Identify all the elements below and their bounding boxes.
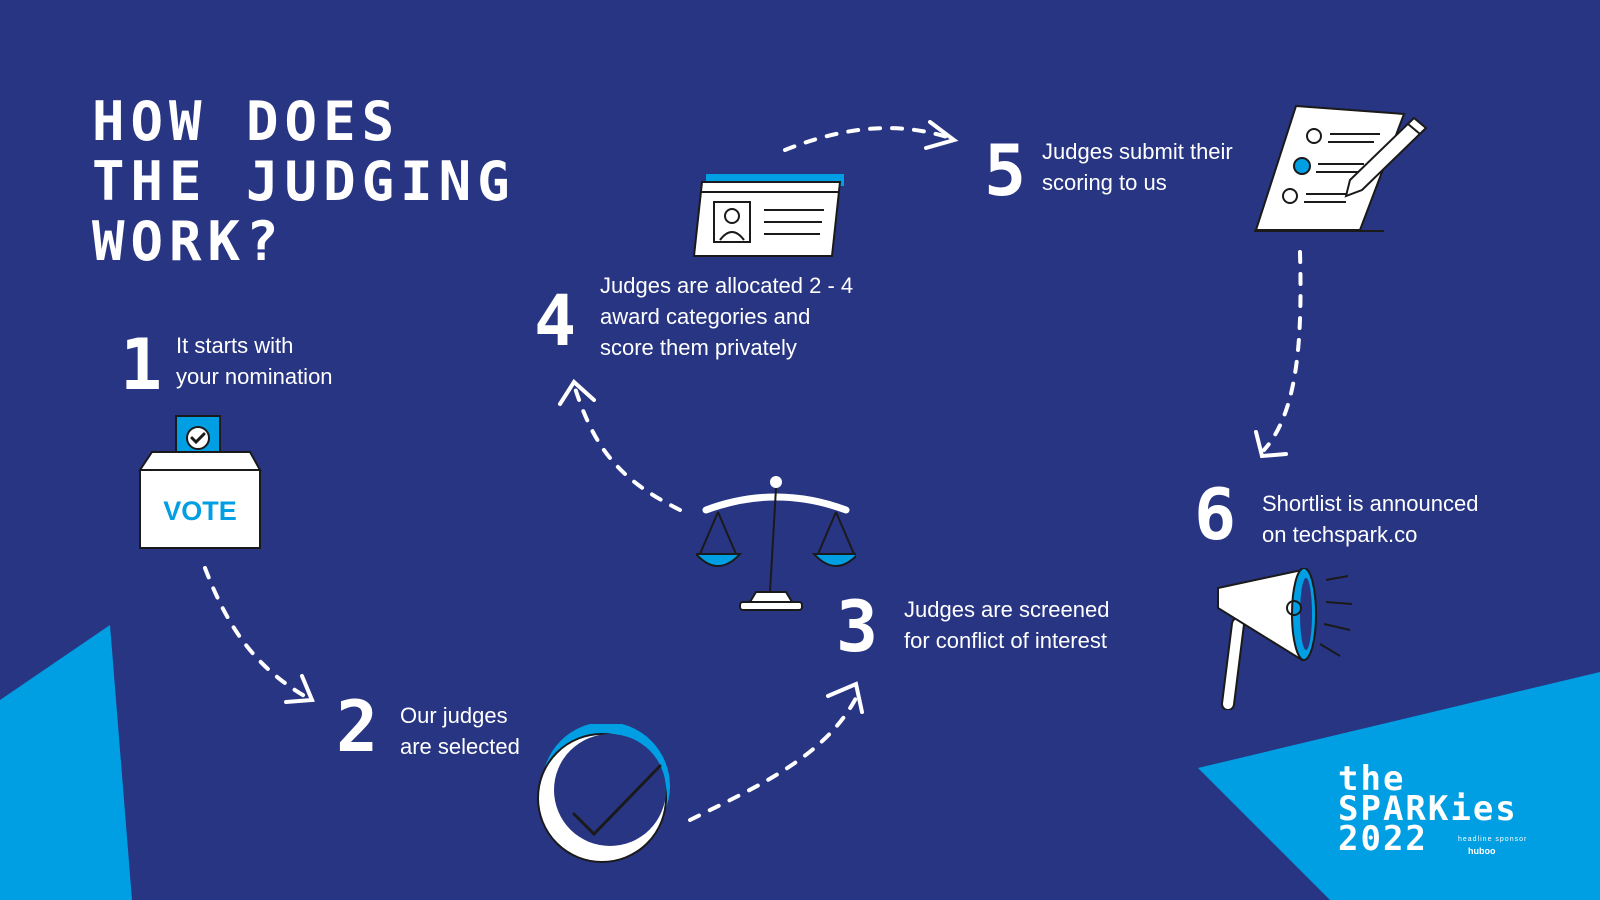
arrow-2-to-3-head — [826, 681, 864, 714]
step-text: Judges are allocated 2 - 4 award categor… — [600, 270, 853, 363]
arrow-5-to-6 — [1262, 250, 1303, 452]
logo-line: SPARKies — [1338, 789, 1518, 829]
arrow-3-to-4-head — [558, 378, 596, 406]
arrow-4-to-5-head — [924, 120, 959, 150]
arrow-3-to-4 — [573, 386, 682, 512]
step-text-line: Shortlist is announced — [1262, 491, 1479, 516]
logo-line: 2022 — [1338, 819, 1428, 859]
scales-icon — [696, 476, 856, 611]
title-line: WORK? — [92, 210, 285, 273]
step-number: 4 — [534, 280, 577, 362]
step-text-line: Judges submit their — [1042, 139, 1233, 164]
arrow-4-to-5 — [783, 126, 952, 152]
arrow-1-to-2 — [203, 566, 310, 700]
step-text-line: award categories and — [600, 304, 811, 329]
corner-triangle-right — [1198, 672, 1600, 900]
scoring-sheet-icon — [1254, 104, 1428, 232]
step-text-line: It starts with — [176, 333, 294, 358]
step-text-line: Our judges — [400, 703, 508, 728]
arrow-2-to-3 — [688, 688, 862, 822]
step-number: 2 — [336, 686, 379, 768]
step-text: Our judges are selected — [400, 700, 520, 762]
step-text-line: Judges are allocated 2 - 4 — [600, 273, 854, 298]
sponsor-label: headline sponsor — [1458, 836, 1528, 843]
megaphone-icon — [1217, 568, 1353, 710]
ballot-box-label: VOTE — [163, 496, 237, 526]
step-text: Judges are screened for conflict of inte… — [904, 594, 1109, 656]
title-line: HOW DOES — [92, 90, 401, 153]
id-card-icon — [692, 174, 844, 257]
step-text-line: scoring to us — [1042, 170, 1167, 195]
step-text: Judges submit their scoring to us — [1042, 136, 1233, 198]
step-text-line: on techspark.co — [1262, 522, 1418, 547]
step-text-line: score them privately — [600, 335, 797, 360]
step-number: 1 — [120, 324, 163, 406]
sponsor-name: huboo — [1468, 846, 1496, 856]
step-text-line: your nomination — [176, 364, 333, 389]
step-text-line: for conflict of interest — [904, 628, 1107, 653]
step-text: It starts with your nomination — [176, 330, 333, 392]
ballot-box-icon: VOTE — [138, 415, 262, 549]
title-line: THE JUDGING — [92, 150, 516, 213]
arrow-1-to-2-head — [284, 674, 315, 704]
step-number: 6 — [1194, 474, 1237, 556]
checkmark-circle-icon — [537, 724, 670, 863]
arrow-5-to-6-head — [1254, 430, 1288, 459]
step-number: 5 — [984, 130, 1027, 212]
logo-line: the — [1338, 759, 1406, 799]
sparkies-logo: the SPARKies 2022 — [1338, 759, 1518, 859]
step-number: 3 — [836, 586, 879, 668]
corner-triangle-left — [0, 625, 132, 900]
step-text-line: are selected — [400, 734, 520, 759]
step-text: Shortlist is announced on techspark.co — [1262, 488, 1478, 550]
step-text-line: Judges are screened — [904, 597, 1110, 622]
